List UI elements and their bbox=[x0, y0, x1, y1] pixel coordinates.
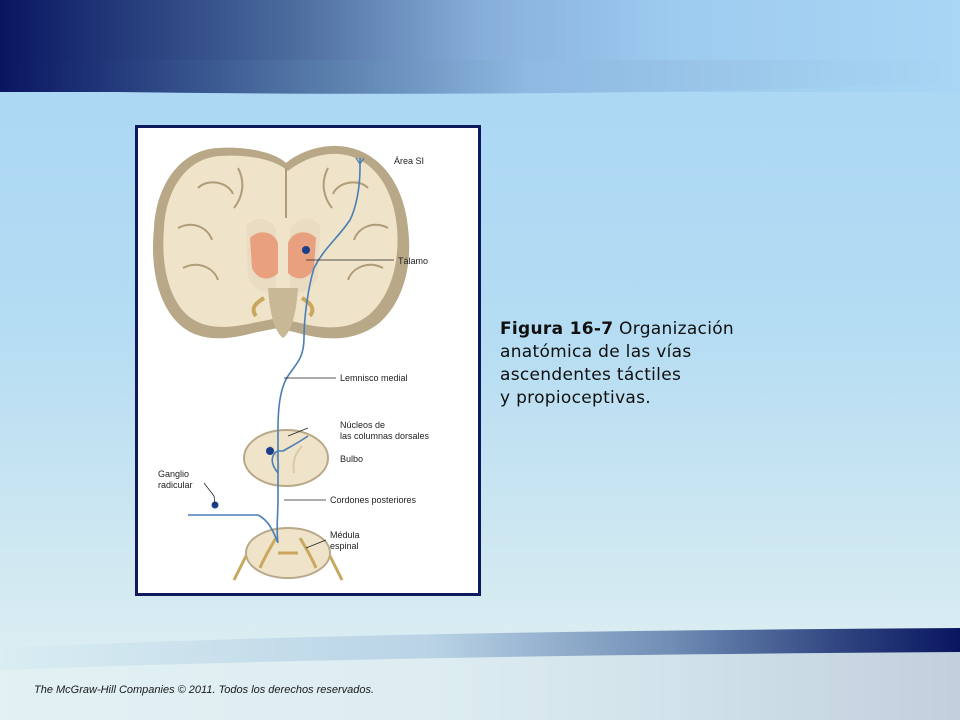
medulla-synapse-dot bbox=[266, 447, 274, 455]
thalamus-synapse-dot bbox=[302, 246, 310, 254]
pathway-diagram: Área SI Tálamo Lemnisco medial Núcleos d… bbox=[153, 145, 430, 581]
pathway-figure: Área SI Tálamo Lemnisco medial Núcleos d… bbox=[135, 125, 481, 596]
caption-text-3: ascendentes táctiles bbox=[500, 365, 682, 385]
label-lemnisco-medial: Lemnisco medial bbox=[340, 373, 408, 383]
figure-number: Figura 16-7 bbox=[500, 319, 614, 339]
label-cordones-posteriores: Cordones posteriores bbox=[330, 495, 417, 505]
figure-caption: Figura 16-7 Organización anatómica de la… bbox=[500, 318, 800, 410]
brain-section bbox=[153, 145, 410, 339]
label-nucleos-line2: las columnas dorsales bbox=[340, 431, 430, 441]
leader-lines bbox=[203, 259, 394, 549]
pathway-terminal bbox=[355, 157, 365, 166]
medulla-section bbox=[243, 429, 329, 487]
sensory-pathway-line bbox=[188, 158, 361, 544]
label-ganglio-line2: radicular bbox=[158, 480, 193, 490]
caption-line-1: Figura 16-7 Organización bbox=[500, 318, 800, 341]
footer-band bbox=[0, 628, 960, 720]
header-curve bbox=[0, 60, 960, 94]
spinal-cord-section bbox=[232, 527, 344, 581]
caption-text-4: y propioceptivas. bbox=[500, 388, 652, 408]
label-talamo: Tálamo bbox=[398, 256, 428, 266]
label-nucleos-line1: Núcleos de bbox=[340, 420, 385, 430]
caption-text-2: anatómica de las vías bbox=[500, 342, 692, 362]
label-ganglio-line1: Ganglio bbox=[158, 469, 189, 479]
label-medula-line2: espinal bbox=[330, 541, 359, 551]
caption-text-1: Organización bbox=[613, 319, 734, 339]
copyright-footer: The McGraw-Hill Companies © 2011. Todos … bbox=[34, 684, 375, 696]
label-area-si: Área SI bbox=[394, 156, 424, 166]
label-bulbo: Bulbo bbox=[340, 454, 363, 464]
label-medula-line1: Médula bbox=[330, 530, 360, 540]
